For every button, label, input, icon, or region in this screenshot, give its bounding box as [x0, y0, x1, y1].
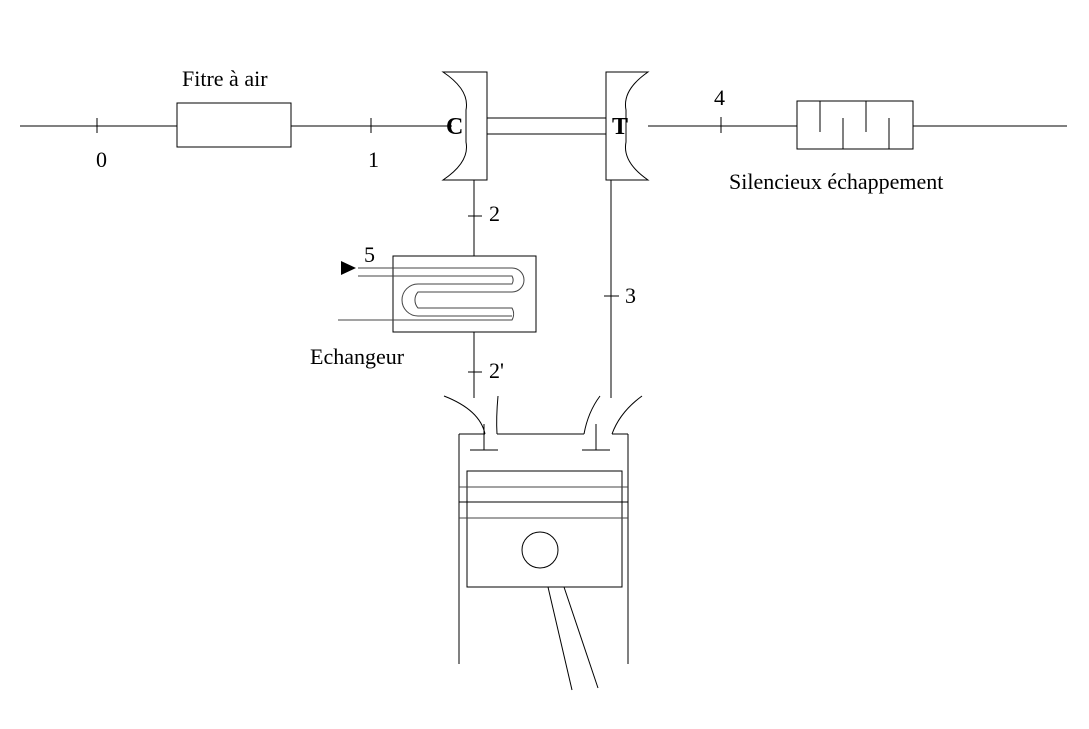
station-1-label: 1 [368, 147, 379, 172]
muffler-label: Silencieux échappement [729, 169, 943, 194]
turbine [605, 71, 650, 181]
muffler [796, 100, 914, 150]
station-4-label: 4 [714, 85, 725, 110]
turbo-shaft [487, 117, 606, 135]
cylinder [458, 434, 629, 664]
exhaust-manifold-pipe [604, 180, 619, 398]
air-filter [176, 102, 292, 148]
coolant-inlet-arrow [341, 261, 356, 275]
station-3-label: 3 [625, 283, 636, 308]
compressor-label: C [446, 114, 463, 140]
intake-line [20, 118, 452, 133]
station-2-label: 2 [489, 201, 500, 226]
station-2p-label: 2' [489, 358, 504, 383]
exhaust-line [648, 117, 1067, 133]
exchanger-label: Echangeur [310, 344, 405, 369]
piston [459, 470, 628, 588]
intercooler [338, 255, 537, 333]
intake-valve [470, 424, 498, 451]
station-0-label: 0 [96, 147, 107, 172]
cylinder-head [443, 395, 643, 435]
compressor-outlet-pipe [468, 180, 482, 256]
station-5-label: 5 [364, 242, 375, 267]
piston-pin [521, 531, 559, 569]
air-filter-label: Fitre à air [182, 66, 268, 91]
compressor [441, 71, 488, 181]
intercooler-outlet-pipe [468, 332, 482, 398]
connecting-rod [547, 586, 599, 691]
exhaust-valve [582, 424, 610, 451]
turbine-label: T [612, 114, 628, 140]
